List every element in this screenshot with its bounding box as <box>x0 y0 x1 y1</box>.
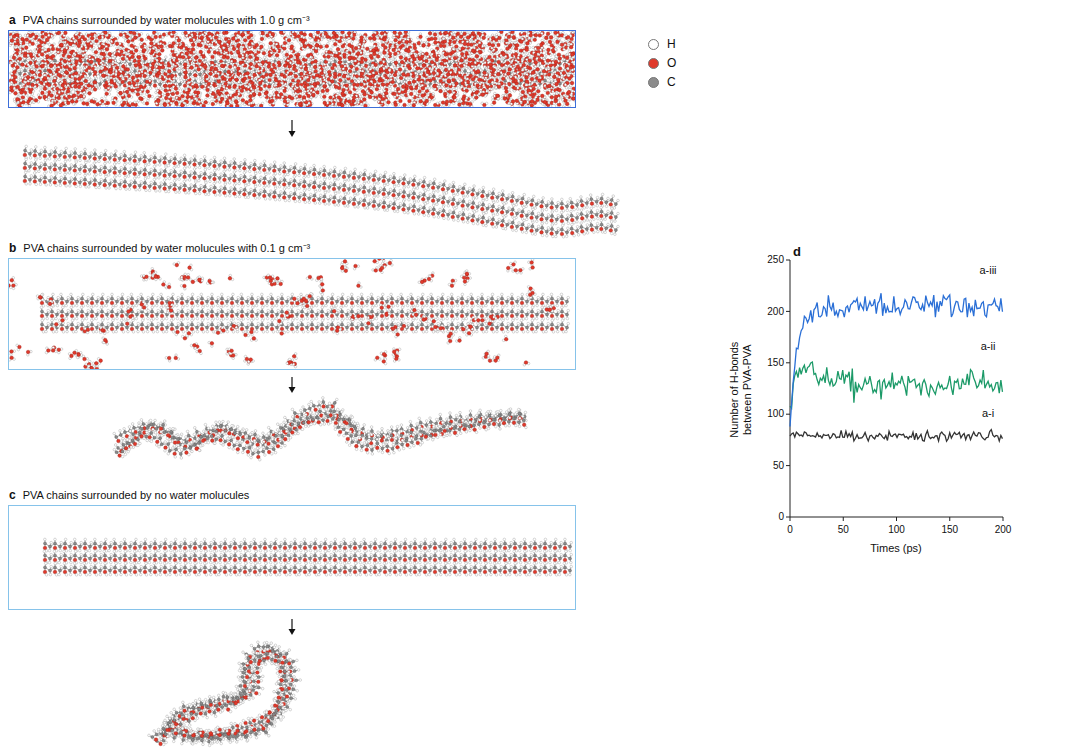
illustration <box>0 0 1087 753</box>
figure: aPVA chains surrounded by water molucule… <box>0 0 1087 753</box>
